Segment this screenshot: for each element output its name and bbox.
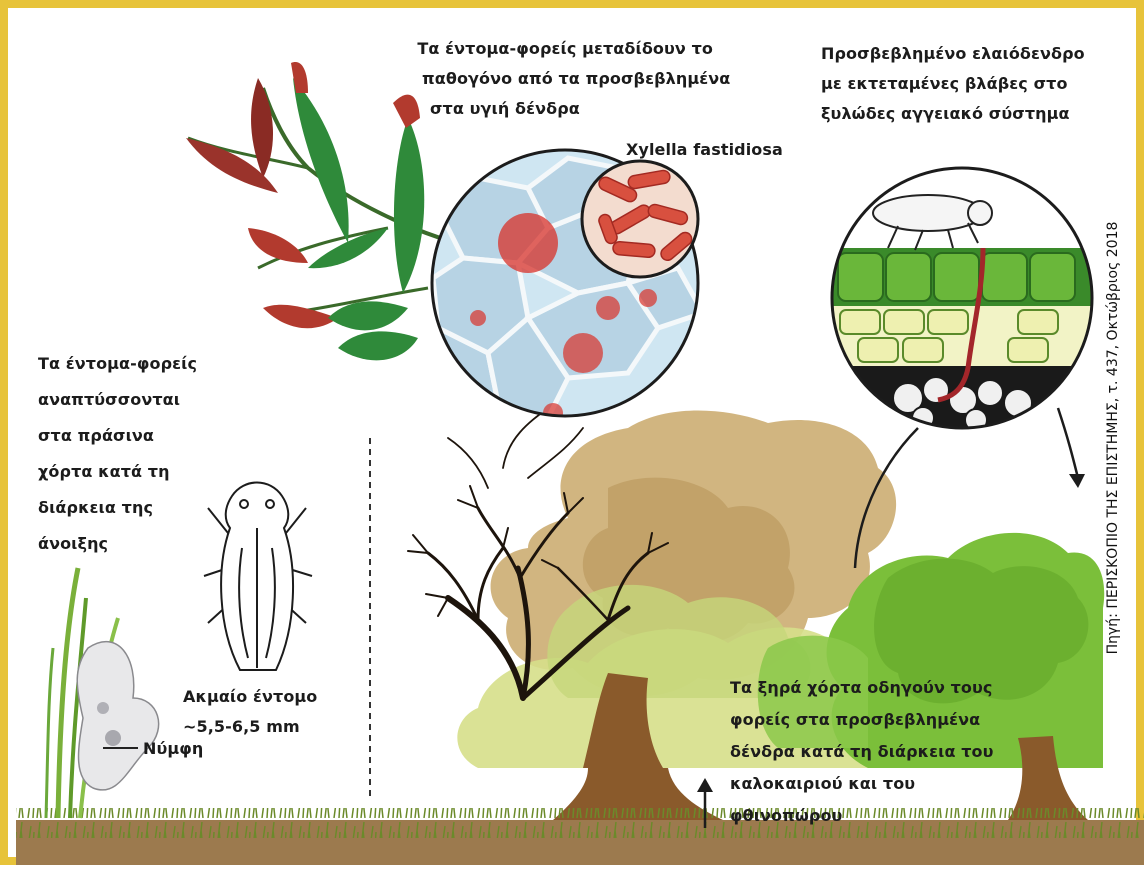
label-pathogen-name: Xylella fastidiosa [626, 135, 783, 165]
label-line: Ακμαίο έντομο [183, 682, 317, 712]
label-line: Προσβεβλημένο ελαιόδενδρο [821, 39, 1085, 69]
arrow-from-magnifier [1058, 408, 1078, 478]
label-line: Τα ξηρά χόρτα οδηγούν τους [730, 672, 994, 704]
bacteria-magnifier [582, 161, 698, 277]
label-line: Τα έντομα-φορείς μεταδίδουν το [400, 34, 730, 64]
nymph-foam [77, 642, 158, 790]
label-line: Τα έντομα-φορείς [38, 346, 197, 382]
label-vectors-transmit: Τα έντομα-φορείς μεταδίδουν το παθογόνο … [400, 34, 730, 124]
label-line: δένδρα κατά τη διάρκεια του [730, 736, 994, 768]
adult-insect-icon [204, 483, 312, 671]
label-line: άνοιξης [38, 526, 197, 562]
label-vectors-develop: Τα έντομα-φορείς αναπτύσσονται στα πράσι… [38, 346, 197, 562]
source-caption: Πηγή: ΠΕΡΙΣΚΟΠΙΟ ΤΗΣ ΕΠΙΣΤΗΜΗΣ, τ. 437, … [1105, 222, 1121, 655]
label-nymph: Νύμφη [143, 734, 203, 764]
label-infected-tree: Προσβεβλημένο ελαιόδενδρο με εκτεταμένες… [821, 39, 1085, 129]
label-dry-grass: Τα ξηρά χόρτα οδηγούν τους φορείς στα πρ… [730, 672, 994, 832]
label-line: διάρκεια της [38, 490, 197, 526]
label-line: χόρτα κατά τη [38, 454, 197, 490]
label-line: παθογόνο από τα προσβεβλημένα [400, 64, 730, 94]
leaf-cross-section-magnifier [828, 168, 1098, 436]
label-line: με εκτεταμένες βλάβες στο [821, 69, 1085, 99]
label-adult-insect: Ακμαίο έντομο ~5,5-6,5 mm [183, 682, 317, 742]
nymph-label: Νύμφη [143, 734, 203, 764]
label-line: φθινοπώρου [730, 800, 994, 832]
label-line: ξυλώδες αγγειακό σύστημα [821, 99, 1085, 129]
label-line: στα πράσινα [38, 418, 197, 454]
label-line: φορείς στα προσβεβλημένα [730, 704, 994, 736]
label-line: αναπτύσσονται [38, 382, 197, 418]
label-line: στα υγιή δένδρα [400, 94, 730, 124]
pathogen-name: Xylella fastidiosa [626, 135, 783, 165]
label-line: καλοκαιριού και του [730, 768, 994, 800]
